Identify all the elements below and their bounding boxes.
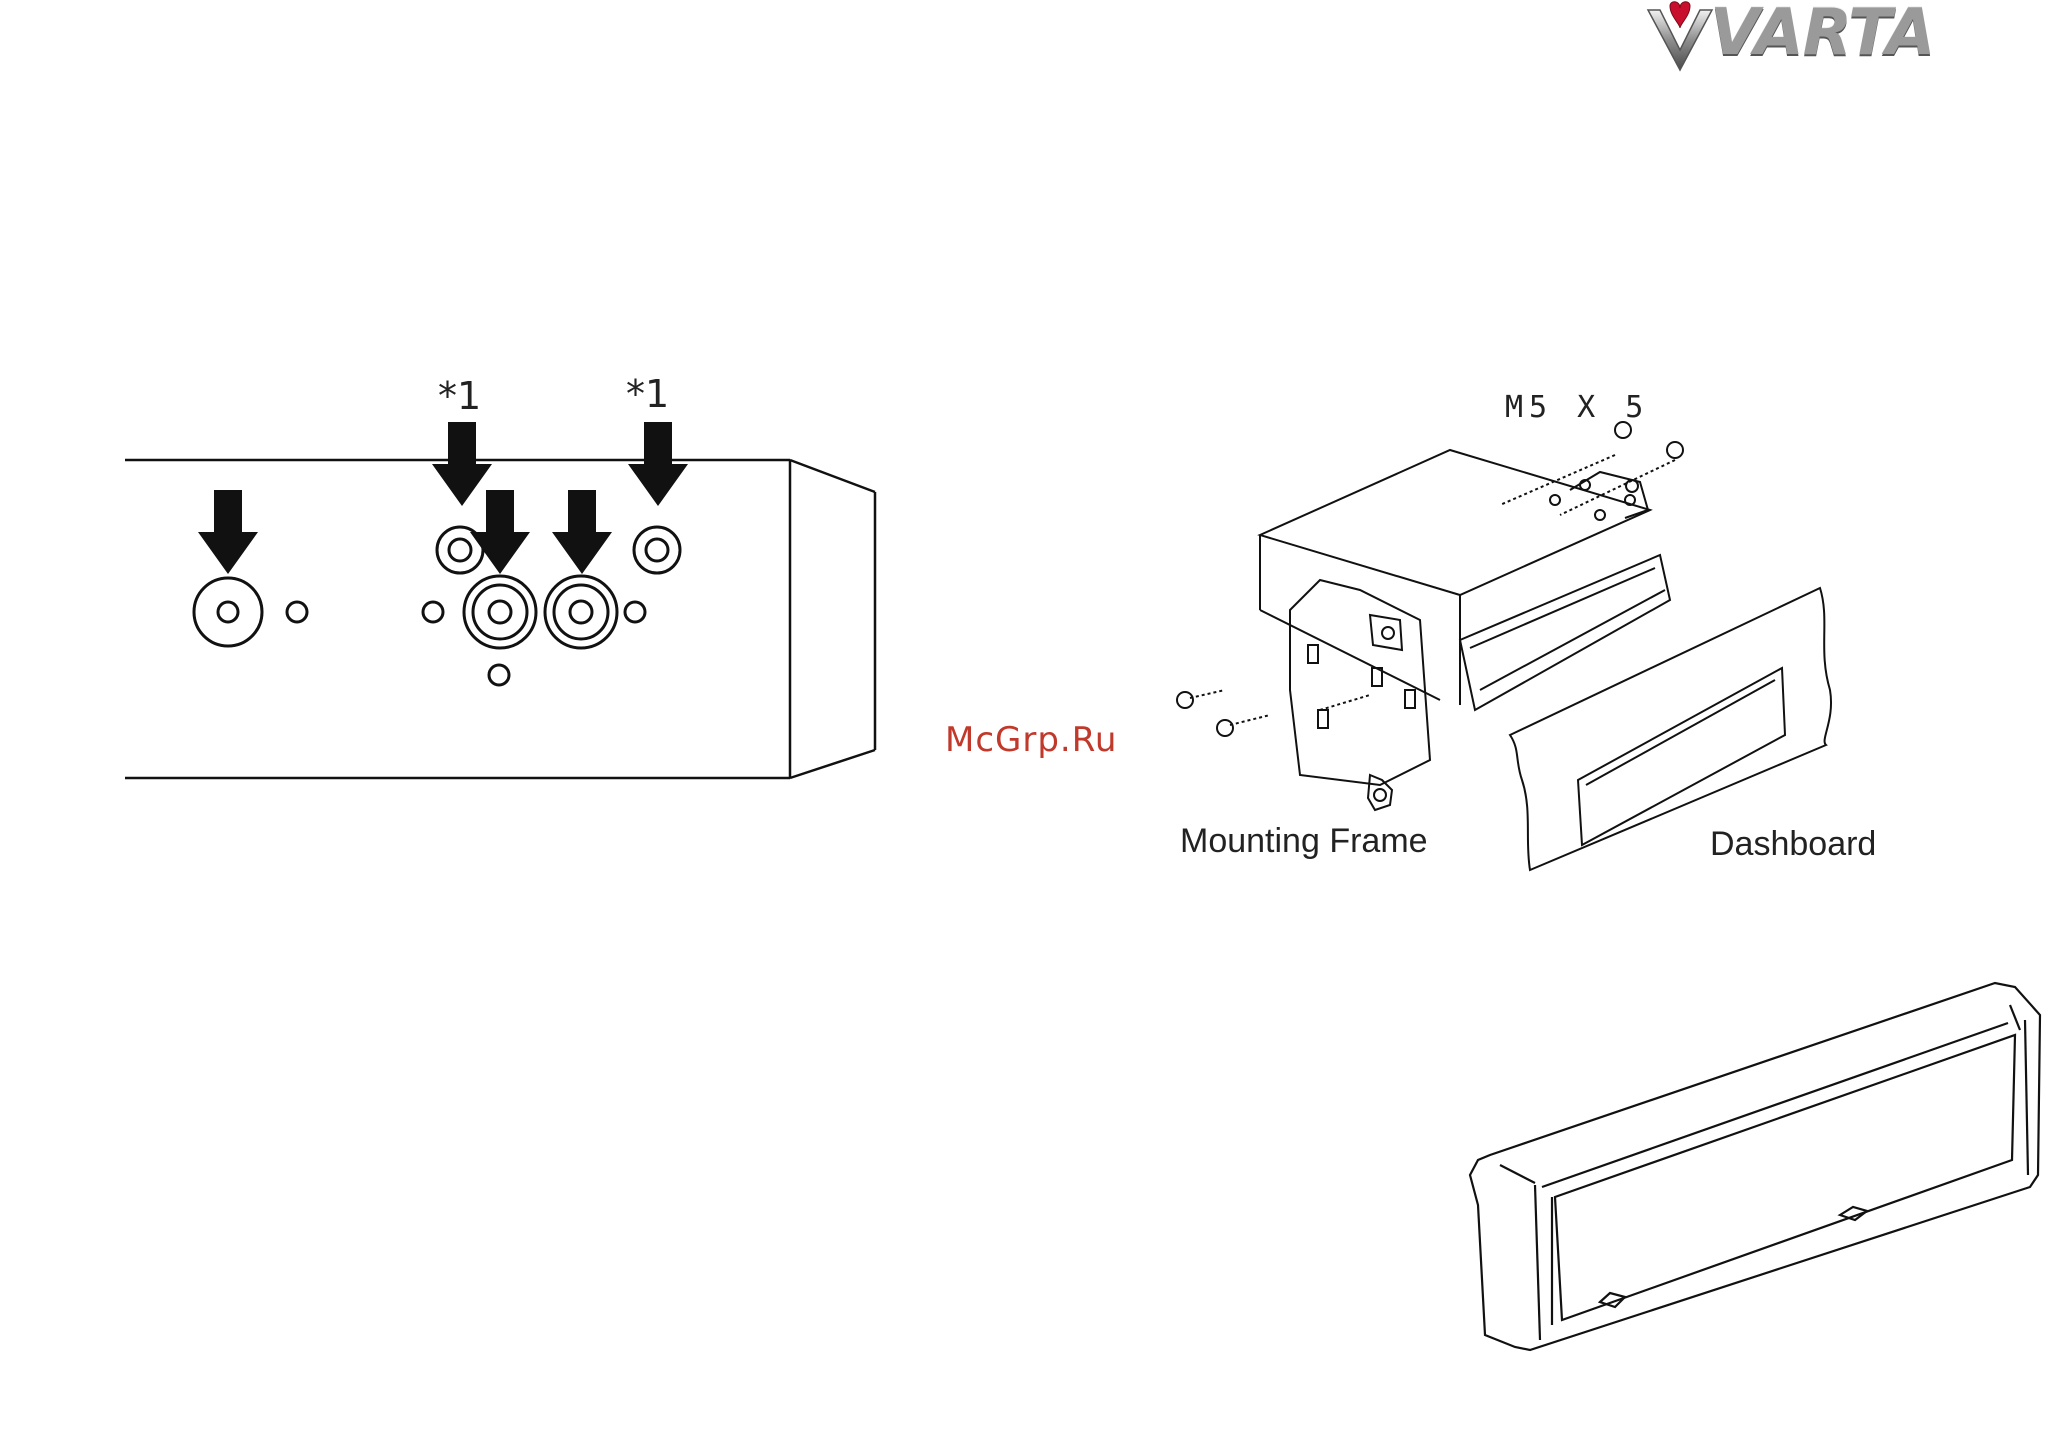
dashboard-label: Dashboard: [1710, 825, 1876, 864]
mounting-drawing: [1170, 390, 1870, 890]
trim-frame-figure: [1460, 975, 2050, 1365]
mounting-figure: M5 X 5 Mounting Frame Dashboard: [1170, 390, 1870, 890]
arrow-down-icon: [628, 422, 688, 512]
trim-frame-drawing: [1460, 975, 2050, 1365]
marker-label: *1: [438, 374, 481, 418]
mounting-frame-label: Mounting Frame: [1180, 822, 1428, 861]
watermark-text: McGrp.Ru: [945, 720, 1117, 760]
screw-spec-label: M5 X 5: [1505, 390, 1649, 425]
arrow-down-icon: [470, 490, 530, 580]
logo-wordmark: VARTA: [1710, 0, 1934, 70]
arrow-down-icon: [198, 490, 258, 580]
logo-emblem-icon: [1640, 0, 1720, 80]
arrow-down-icon: [552, 490, 612, 580]
brand-logo: VARTA: [1640, 0, 2050, 80]
marker-label: *1: [626, 372, 669, 416]
rear-panel-drawing: [120, 370, 890, 790]
rear-panel-figure: *1 *1: [120, 370, 890, 790]
